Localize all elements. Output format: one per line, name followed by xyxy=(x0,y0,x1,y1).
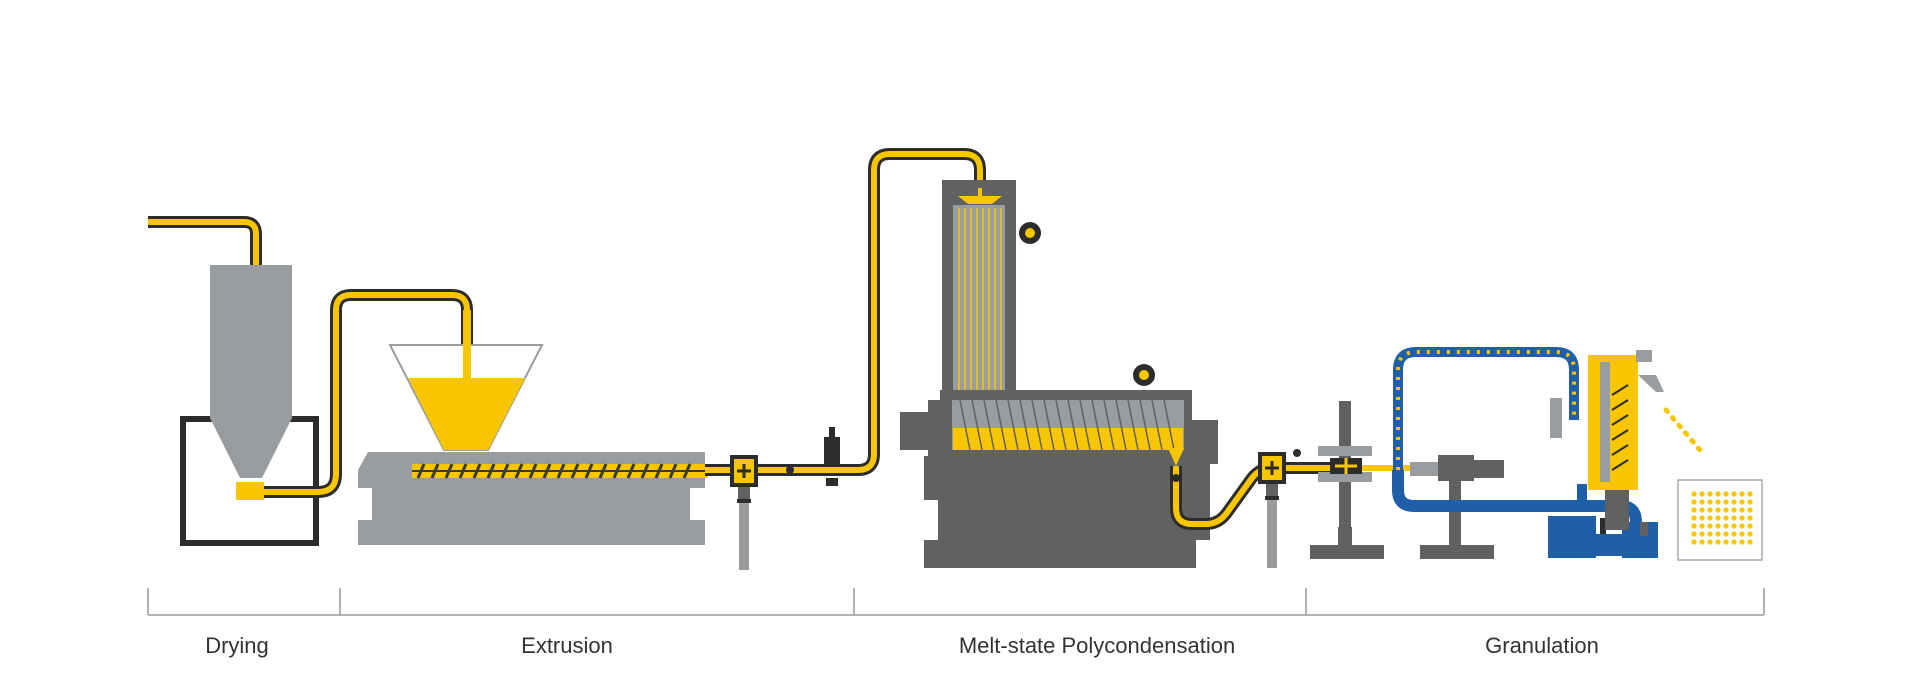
stage-label-granulation: Granulation xyxy=(1485,633,1599,658)
reactor-base xyxy=(924,456,1210,568)
coolant-loop-upper xyxy=(1393,347,1579,470)
melt-filter-icon-1 xyxy=(730,455,758,570)
die-head-icon xyxy=(1310,401,1384,559)
pump-motor-icon xyxy=(824,427,840,486)
polycondensation-unit xyxy=(900,180,1330,568)
pellet-dryer-icon xyxy=(1550,350,1664,530)
melt-filter-icon-2 xyxy=(1258,449,1301,568)
stage-label-extrusion: Extrusion xyxy=(521,633,613,658)
pellet-tray-icon xyxy=(1677,479,1763,561)
reactor-agitator xyxy=(959,399,1175,451)
extrusion-unit xyxy=(358,148,986,570)
coolant-loop-lower xyxy=(1392,470,1642,534)
drying-unit xyxy=(148,216,473,546)
water-pump-icon xyxy=(1548,516,1658,558)
dryer-hopper-icon xyxy=(210,265,292,478)
stage-divider-axis xyxy=(147,588,1765,616)
stage-label-drying: Drying xyxy=(205,633,269,658)
falling-pellets xyxy=(1663,407,1703,453)
stage-label-polycondensation: Melt-state Polycondensation xyxy=(959,633,1235,658)
dryer-inlet-pipe xyxy=(148,216,262,266)
granulation-unit xyxy=(1310,347,1763,561)
dryer-outlet xyxy=(236,482,264,500)
funnel-melt xyxy=(408,378,525,450)
column-strands xyxy=(958,208,1002,432)
